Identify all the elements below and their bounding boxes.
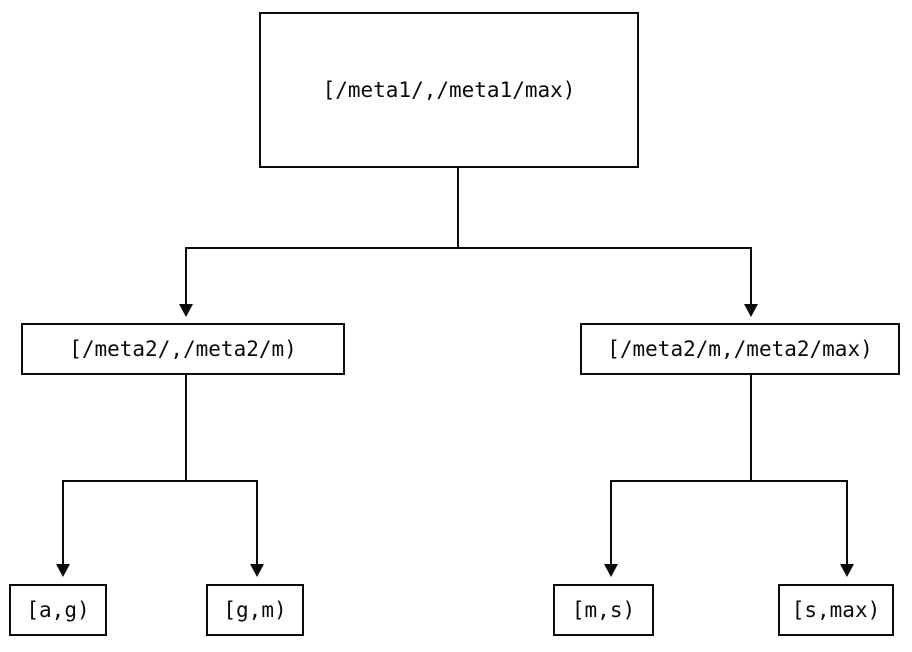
tree-node-l2-left-label: [/meta2/,/meta2/m) (69, 336, 297, 361)
tree-node-leaf-smax[interactable]: [s,max) (778, 584, 894, 636)
arrowhead-l2r-to-smax (840, 564, 854, 577)
edge-root-to-l2-right-drop (750, 247, 752, 305)
edge-root-to-l2-left-drop (185, 247, 187, 305)
edge-l2-left-split-bar (62, 480, 258, 482)
tree-node-l2-right[interactable]: [/meta2/m,/meta2/max) (580, 323, 900, 375)
tree-node-leaf-ag[interactable]: [a,g) (9, 584, 107, 636)
tree-node-leaf-gm[interactable]: [g,m) (206, 584, 304, 636)
edge-l2-right-split-bar (610, 480, 848, 482)
tree-node-leaf-ms[interactable]: [m,s) (553, 584, 654, 636)
arrowhead-l2r-to-ms (604, 564, 618, 577)
edge-l2l-to-ag-drop (62, 480, 64, 565)
tree-node-leaf-gm-label: [g,m) (223, 597, 287, 622)
arrowhead-l2l-to-gm (250, 564, 264, 577)
tree-node-leaf-ms-label: [m,s) (571, 597, 636, 622)
arrowhead-root-to-l2-right (744, 304, 758, 317)
edge-l2r-to-smax-drop (846, 480, 848, 565)
arrowhead-l2l-to-ag (56, 564, 70, 577)
tree-node-root-label: [/meta1/,/meta1/max) (322, 77, 576, 102)
edge-root-stem (457, 168, 459, 249)
arrowhead-root-to-l2-left (179, 304, 193, 317)
tree-node-l2-left[interactable]: [/meta2/,/meta2/m) (21, 323, 345, 375)
edge-l2l-to-gm-drop (256, 480, 258, 565)
tree-node-root[interactable]: [/meta1/,/meta1/max) (259, 12, 639, 168)
edge-l2-left-stem (185, 375, 187, 482)
tree-node-l2-right-label: [/meta2/m,/meta2/max) (607, 336, 873, 361)
edge-root-split-bar (185, 247, 752, 249)
tree-node-leaf-smax-label: [s,max) (791, 597, 881, 622)
edge-l2-right-stem (750, 375, 752, 482)
tree-node-leaf-ag-label: [a,g) (26, 597, 90, 622)
edge-l2r-to-ms-drop (610, 480, 612, 565)
